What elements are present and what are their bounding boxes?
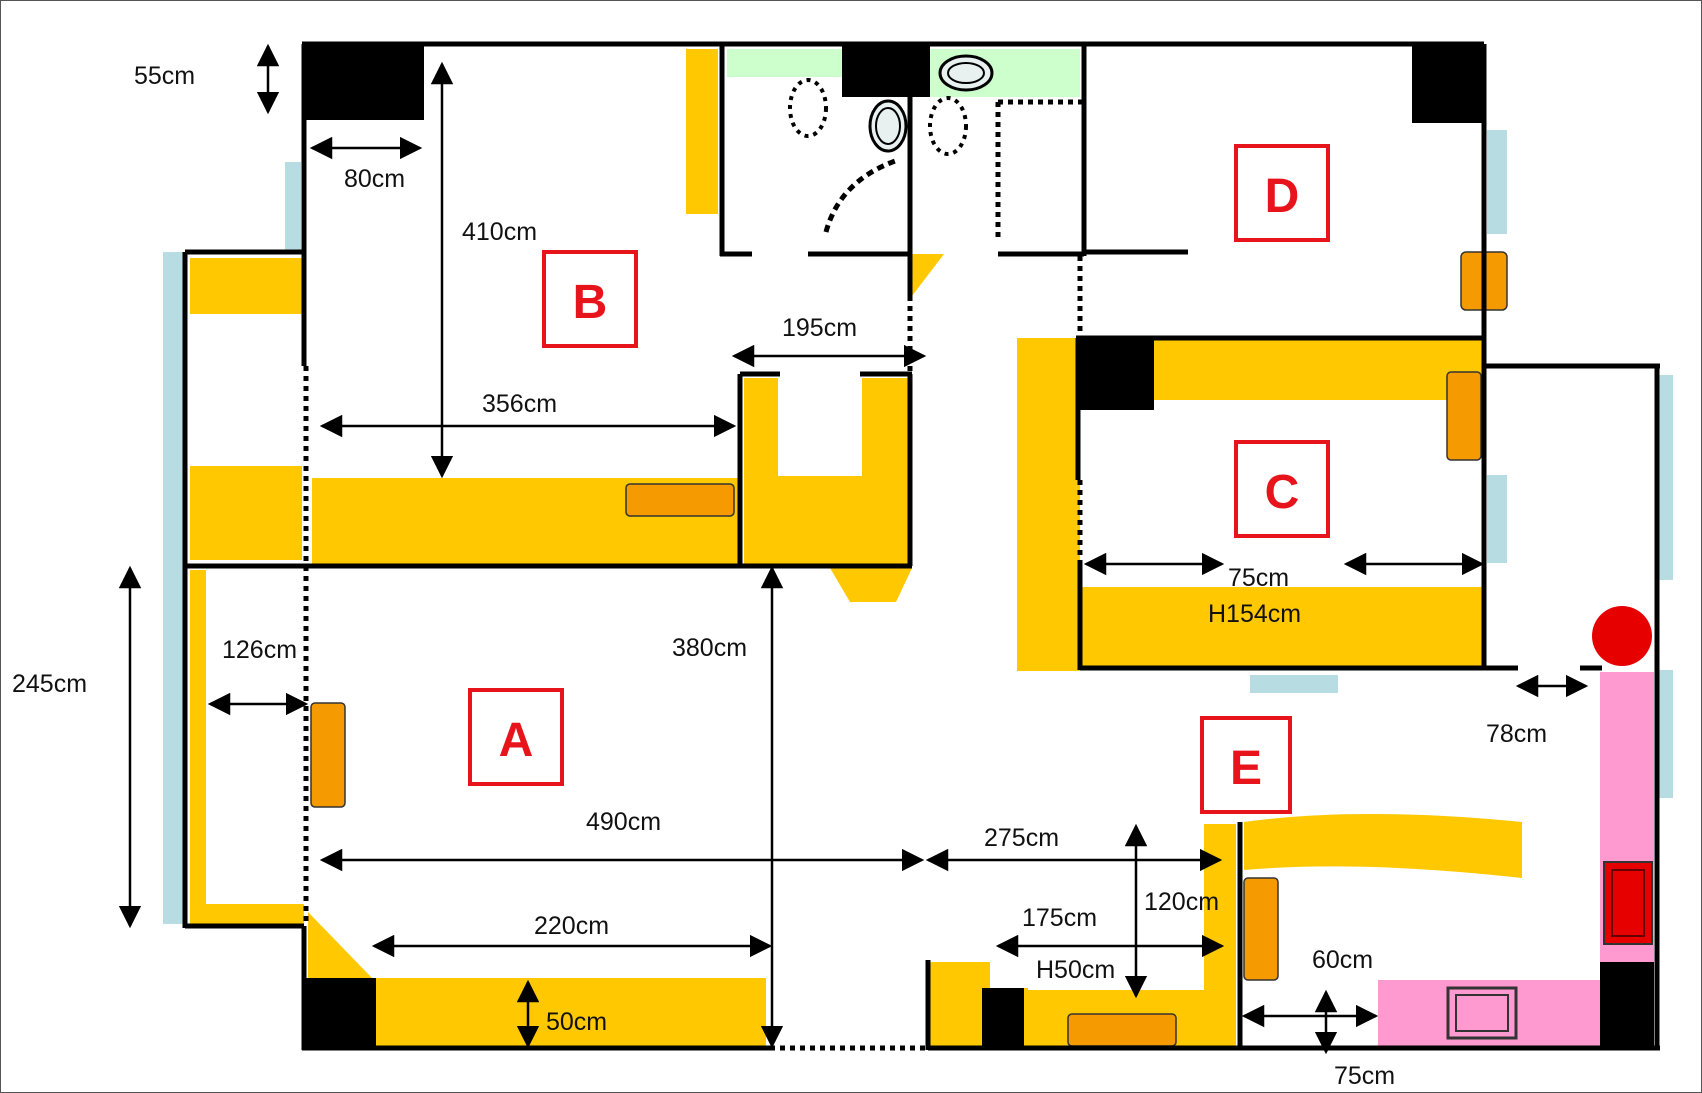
cushion-b [625, 483, 735, 517]
trapezoid-shelf [830, 568, 912, 602]
sink-icon [938, 54, 994, 92]
e-l-sofa [930, 824, 1236, 1046]
dimension-labels: 55cm 80cm 410cm 195cm 356cm 245cm 126cm … [12, 62, 1547, 1090]
dim-120: 120cm [1144, 888, 1219, 916]
dotted-walls [303, 99, 1084, 1051]
cushion-c [1446, 371, 1482, 461]
cushion-e-sofa [1067, 1013, 1177, 1047]
dim-78: 78cm [1486, 720, 1547, 748]
e-curved-counter [1244, 814, 1522, 878]
window-c-bottom [1250, 675, 1338, 693]
left-l-shelf [190, 570, 304, 926]
dim-55: 55cm [134, 62, 195, 90]
dimension-lines [118, 43, 1589, 1055]
e-small-table-inner [1455, 994, 1509, 1032]
e-small-table [1446, 986, 1518, 1040]
room-a-box [468, 688, 564, 786]
walls [182, 41, 1660, 1051]
b-wardrobe [686, 49, 718, 214]
red-circle [1592, 606, 1652, 666]
bathroom-fixtures [788, 54, 994, 233]
room-e-box [1200, 716, 1292, 814]
b-u-desk [744, 378, 912, 564]
bathroom-counter-left [727, 49, 842, 77]
cushions [310, 251, 1508, 1047]
pillar-c [1080, 338, 1154, 410]
pillar-bottom-left [304, 978, 376, 1048]
dim-175: 175cm [1022, 904, 1097, 932]
dim-410: 410cm [462, 218, 537, 246]
dim-356: 356cm [482, 390, 557, 418]
room-b-label: B [573, 276, 608, 329]
pillar-top-right [1412, 43, 1484, 123]
door-swing-arc [823, 157, 899, 233]
c-left-wardrobe [1017, 338, 1080, 671]
bath-dotted-oval-left [788, 78, 828, 138]
dim-80: 80cm [344, 165, 405, 193]
a-corner [308, 912, 372, 978]
dim-220: 220cm [534, 912, 609, 940]
room-a-label: A [499, 714, 534, 767]
left-shelf-bottom [190, 466, 302, 560]
e-red-box-inner [1611, 869, 1645, 937]
dim-195: 195cm [782, 314, 857, 342]
window-d-right [1487, 130, 1507, 234]
pillar-top-middle [842, 43, 930, 97]
pillars [302, 43, 1654, 1048]
dim-60: 60cm [1312, 946, 1373, 974]
dim-h50: H50cm [1036, 956, 1115, 984]
room-e-label: E [1230, 742, 1262, 795]
dim-75-bottom: 75cm [1334, 1062, 1395, 1090]
pillar-bottom-right [1600, 962, 1654, 1048]
dim-490: 490cm [586, 808, 661, 836]
dim-75-c: 75cm [1228, 564, 1289, 592]
dim-380: 380cm [672, 634, 747, 662]
bath-dotted-oval-right [928, 96, 968, 156]
window-b-left [285, 162, 301, 250]
room-b-box [542, 250, 638, 348]
dim-245: 245cm [12, 670, 87, 698]
window-c-right [1487, 475, 1507, 563]
dim-50: 50cm [546, 1008, 607, 1036]
dim-h154: H154cm [1208, 600, 1301, 628]
cushion-a [310, 702, 346, 808]
pillar-e [982, 988, 1024, 1046]
room-c-label: C [1265, 466, 1300, 519]
room-d-label: D [1265, 170, 1300, 223]
corner-triangle [912, 254, 944, 296]
dim-275: 275cm [984, 824, 1059, 852]
pillar-top-left [302, 43, 424, 120]
window-left [163, 252, 183, 924]
left-shelf-top [190, 258, 302, 314]
c-bed [1080, 587, 1482, 667]
room-labels: B D C A E [468, 144, 1330, 814]
room-d-box [1234, 144, 1330, 242]
a-bench [376, 978, 766, 1048]
dim-126: 126cm [222, 636, 297, 664]
room-c-box [1234, 440, 1330, 538]
cushion-e-left [1243, 877, 1279, 981]
